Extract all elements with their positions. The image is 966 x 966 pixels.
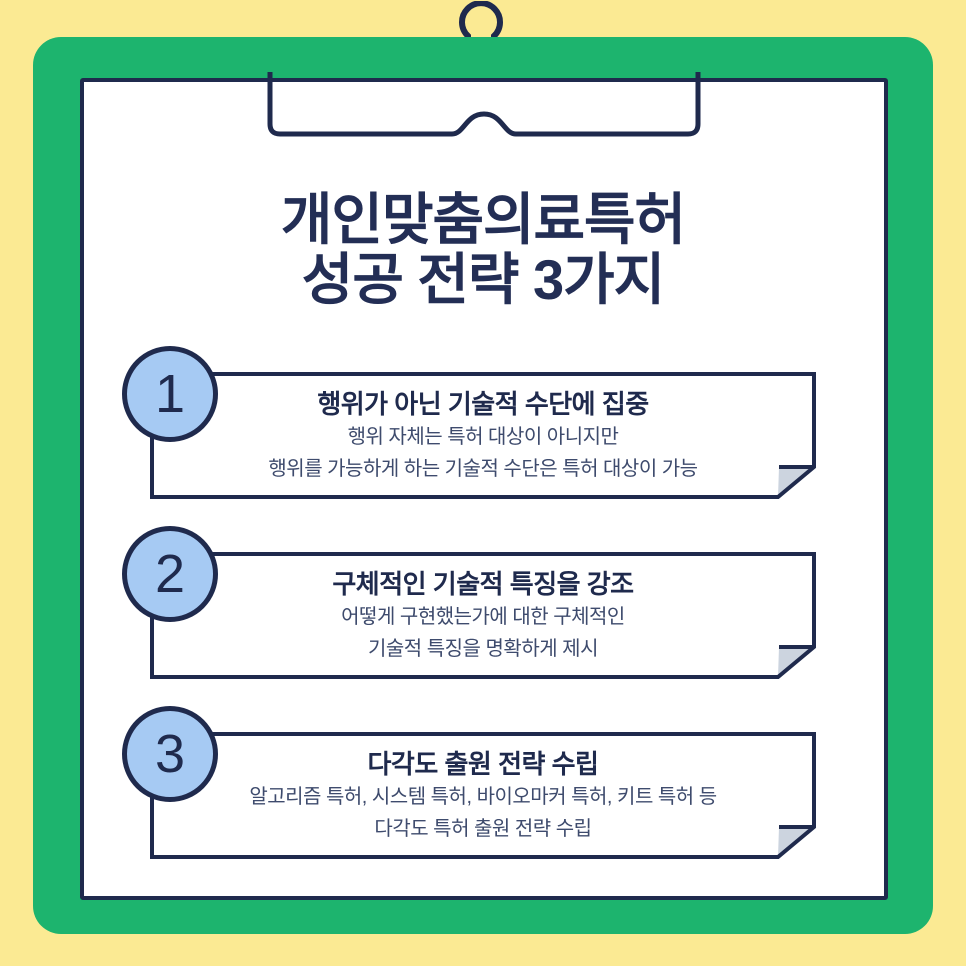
strategy-card-2: 구체적인 기술적 특징을 강조 어떻게 구현했는가에 대한 구체적인 기술적 특… <box>122 526 816 679</box>
number-badge-1: 1 <box>122 346 218 442</box>
card-body-line: 행위 자체는 특허 대상이 아니지만 <box>347 426 619 448</box>
binder-ring-icon <box>459 1 503 47</box>
clipboard-clip-icon <box>267 72 701 137</box>
card-heading: 행위가 아닌 기술적 수단에 집중 <box>317 389 649 419</box>
card-content: 다각도 출원 전략 수립 알고리즘 특허, 시스템 특허, 바이오마커 특허, … <box>154 736 812 855</box>
page-title-line1: 개인맞춤의료특허 <box>280 188 686 251</box>
card-body-line: 기술적 특징을 명확하게 제시 <box>368 638 598 660</box>
folded-page-corner-icon <box>770 819 816 859</box>
card-heading: 다각도 출원 전략 수립 <box>367 749 599 779</box>
page-title-line2: 성공 전략 3가지 <box>301 248 665 311</box>
folded-page-corner-icon <box>770 639 816 679</box>
page-title: 개인맞춤의료특허 성공 전략 3가지 <box>0 190 966 310</box>
card-heading: 구체적인 기술적 특징을 강조 <box>332 569 634 599</box>
strategy-card-3: 다각도 출원 전략 수립 알고리즘 특허, 시스템 특허, 바이오마커 특허, … <box>122 706 816 859</box>
number-badge-3: 3 <box>122 706 218 802</box>
card-content: 행위가 아닌 기술적 수단에 집중 행위 자체는 특허 대상이 아니지만 행위를… <box>154 376 812 495</box>
card-body-line: 다각도 특허 출원 전략 수립 <box>374 818 592 840</box>
number-badge-2: 2 <box>122 526 218 622</box>
card-body-line: 알고리즘 특허, 시스템 특허, 바이오마커 특허, 키트 특허 등 <box>249 786 717 808</box>
card-content: 구체적인 기술적 특징을 강조 어떻게 구현했는가에 대한 구체적인 기술적 특… <box>154 556 812 675</box>
strategy-card-1: 행위가 아닌 기술적 수단에 집중 행위 자체는 특허 대상이 아니지만 행위를… <box>122 346 816 499</box>
folded-page-corner-icon <box>770 459 816 499</box>
card-body-line: 어떻게 구현했는가에 대한 구체적인 <box>341 606 625 628</box>
card-body-line: 행위를 가능하게 하는 기술적 수단은 특허 대상이 가능 <box>268 458 698 480</box>
